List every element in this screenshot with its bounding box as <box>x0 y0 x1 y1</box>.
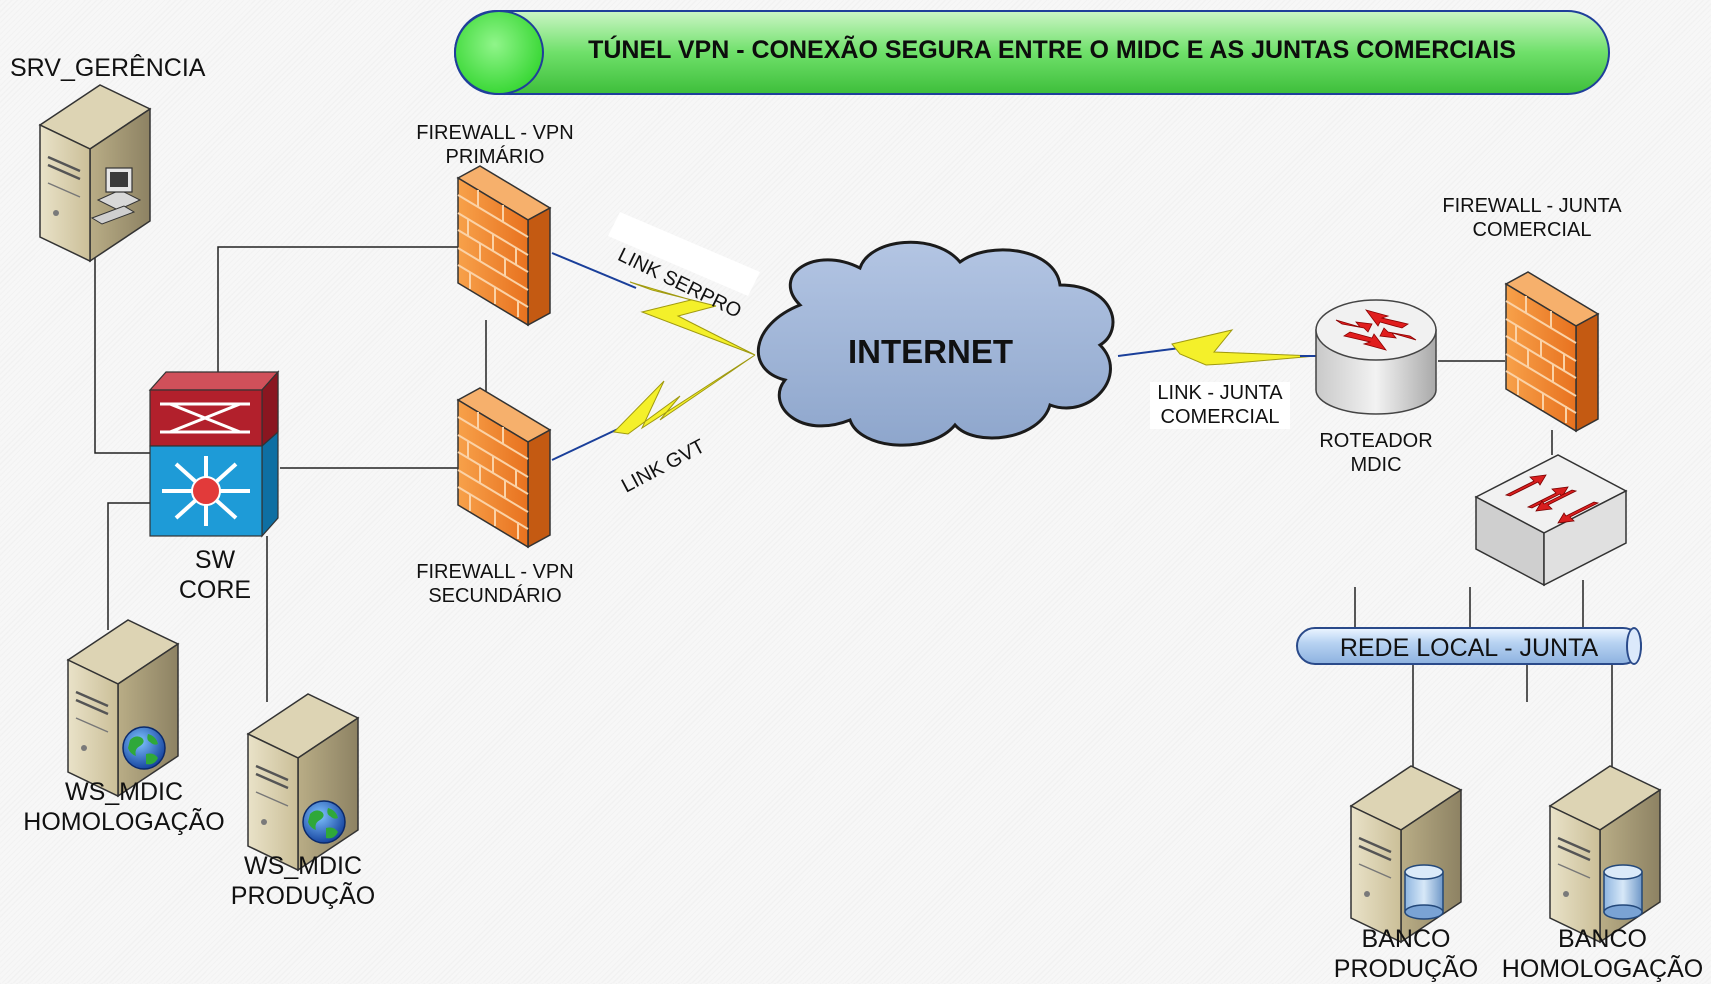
link-junta-line2: COMERCIAL <box>1160 405 1280 428</box>
firewall-primario-label: FIREWALL - VPN PRIMÁRIO <box>405 122 585 169</box>
link-junta-line1: LINK - JUNTA <box>1157 382 1283 404</box>
lightning-junta-icon <box>1171 329 1317 366</box>
rede-local-label: REDE LOCAL - JUNTA <box>1339 634 1599 662</box>
roteador-icon <box>1315 299 1437 415</box>
firewall-secundario-line1: FIREWALL - VPN <box>416 561 574 583</box>
firewall-secundario-icon <box>457 387 551 548</box>
ws-producao-label: WS_MDIC PRODUÇÃO <box>213 851 393 911</box>
firewall-junta-icon <box>1505 271 1599 432</box>
banco-producao-label: BANCO PRODUÇÃO <box>1316 924 1496 984</box>
banco-homologacao-server-icon <box>1548 764 1662 944</box>
firewall-primario-icon <box>457 165 551 326</box>
firewall-primario-line2: PRIMÁRIO <box>445 145 545 168</box>
banco-homologacao-line2: HOMOLOGAÇÃO <box>1501 955 1704 983</box>
roteador-line1: ROTEADOR <box>1319 430 1433 452</box>
workstation-icon <box>90 167 142 225</box>
banco-producao-server-icon <box>1349 764 1463 944</box>
ws-homologacao-server-icon <box>66 618 180 798</box>
banco-homologacao-line1: BANCO <box>1558 925 1647 953</box>
link-srv-gerencia-sw <box>94 240 150 454</box>
roteador-line2: MDIC <box>1350 453 1402 476</box>
lightning-serpro-icon <box>629 281 756 356</box>
firewall-junta-line2: COMERCIAL <box>1472 218 1592 241</box>
firewall-secundario-line2: SECUNDÁRIO <box>428 584 562 607</box>
ws-homologacao-line2: HOMOLOGAÇÃO <box>23 808 225 836</box>
lightning-gvt-icon <box>612 354 756 435</box>
link-sw-fw-primario <box>217 246 458 395</box>
firewall-secundario-label: FIREWALL - VPN SECUNDÁRIO <box>405 561 585 608</box>
firewall-junta-line1: FIREWALL - JUNTA <box>1442 195 1622 217</box>
link-junta-label: LINK - JUNTA COMERCIAL <box>1150 382 1290 430</box>
firewall-primario-line1: FIREWALL - VPN <box>416 122 574 144</box>
vpn-tunnel-banner: TÚNEL VPN - CONEXÃO SEGURA ENTRE O MIDC … <box>454 10 1610 95</box>
ws-producao-line1: WS_MDIC <box>243 852 363 880</box>
tunnel-cap-icon <box>454 10 544 95</box>
srv-gerencia-server-icon <box>38 83 152 263</box>
ws-producao-server-icon <box>246 692 360 872</box>
wan-links <box>551 212 1317 461</box>
roteador-label: ROTEADOR MDIC <box>1296 430 1456 477</box>
connection-lines <box>94 240 1613 770</box>
banco-producao-line2: PRODUÇÃO <box>1333 955 1479 983</box>
sw-core-label: SW CORE <box>165 545 265 605</box>
rede-local-bar: REDE LOCAL - JUNTA <box>1296 627 1642 665</box>
sw-core-switch-icon <box>148 370 280 538</box>
ws-producao-line2: PRODUÇÃO <box>230 882 376 910</box>
switch-junta-icon <box>1474 454 1628 587</box>
link-serpro-label-bg <box>608 212 760 296</box>
ws-homologacao-label: WS_MDIC HOMOLOGAÇÃO <box>14 777 234 837</box>
srv-gerencia-label: SRV_GERÊNCIA <box>10 54 206 82</box>
firewall-junta-label: FIREWALL - JUNTA COMERCIAL <box>1422 195 1642 242</box>
banco-homologacao-label: BANCO HOMOLOGAÇÃO <box>1494 924 1711 984</box>
internet-cloud <box>756 240 1115 447</box>
sw-core-line1: SW <box>194 546 236 574</box>
banner-title: TÚNEL VPN - CONEXÃO SEGURA ENTRE O MIDC … <box>588 36 1516 64</box>
lan-bar-end-cap <box>1626 627 1642 665</box>
link-sw-ws-homologacao <box>107 502 150 630</box>
ws-homologacao-line1: WS_MDIC <box>64 778 184 806</box>
sw-core-line2: CORE <box>178 576 252 604</box>
banco-producao-line1: BANCO <box>1361 925 1451 953</box>
internet-label: INTERNET <box>848 333 1013 370</box>
